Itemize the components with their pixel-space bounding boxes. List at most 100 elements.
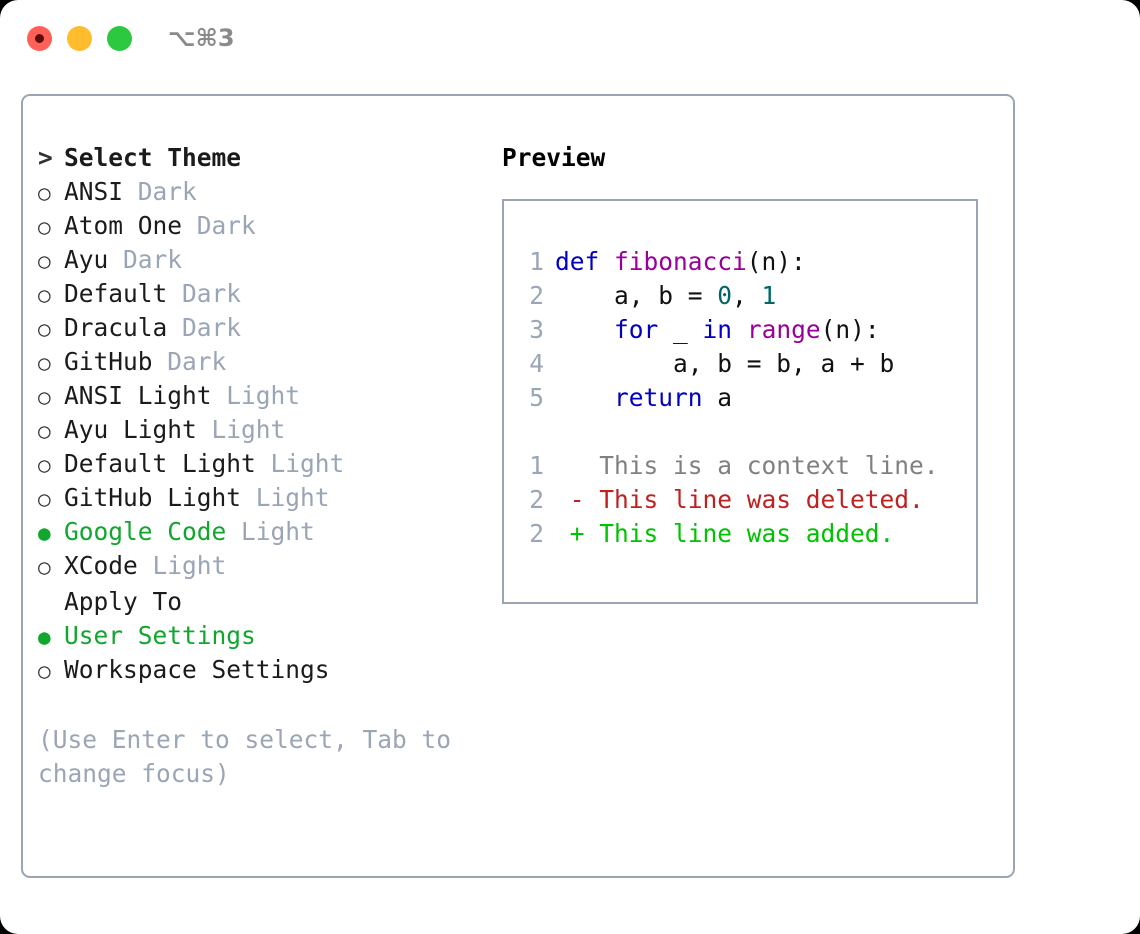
theme-option-kind: Light <box>255 449 345 478</box>
theme-option-ayu-light[interactable]: ○Ayu Light Light <box>38 413 478 447</box>
maximize-window-button[interactable] <box>107 26 132 51</box>
theme-option-label: ANSI <box>64 177 124 206</box>
theme-option-label: Google Code <box>64 517 227 546</box>
code-line-number: 2 <box>529 281 544 310</box>
code-token-kw: return <box>614 383 703 412</box>
code-token-txt <box>732 315 747 344</box>
radio-selected-icon: ● <box>38 521 51 545</box>
diff-line-text: - This line was deleted. <box>555 485 924 514</box>
apply-to-option-workspace-settings[interactable]: ○Workspace Settings <box>38 653 478 687</box>
theme-option-label: Dracula <box>64 313 168 342</box>
theme-option-github-light[interactable]: ○GitHub Light Light <box>38 481 478 515</box>
code-line-number: 4 <box>529 349 544 378</box>
theme-option-dracula[interactable]: ○ Dracula Dark <box>38 311 478 345</box>
code-token-punc: (n): <box>746 247 806 276</box>
theme-option-kind: Dark <box>123 177 197 206</box>
radio-unselected-icon: ○ <box>38 181 51 205</box>
theme-option-google-code[interactable]: ● Google Code Light <box>38 515 478 549</box>
code-token-punc: (n): <box>820 315 880 344</box>
diff-line-ctx: 1 This is a context line. <box>518 449 970 483</box>
code-line: 5 return a <box>518 381 970 415</box>
apply-to-option-label: User Settings <box>64 621 256 650</box>
apply-to-header-label: Apply To <box>64 587 183 616</box>
code-token-num: 1 <box>761 281 777 310</box>
theme-option-label: XCode <box>64 551 138 580</box>
theme-options: ○ ANSI Dark ○ Atom One Dark ○ Ayu Dark ○ Defaul… <box>38 175 478 583</box>
theme-option-kind: Dark <box>167 313 242 342</box>
code-line-number: 5 <box>529 383 544 412</box>
theme-option-label: Default Light <box>64 449 256 478</box>
code-token-num: 0 <box>717 281 733 310</box>
diff-line-number: 1 <box>529 451 544 480</box>
theme-option-atom-one[interactable]: ○Atom One Dark <box>38 209 478 243</box>
theme-option-label: Atom One <box>64 211 183 240</box>
radio-unselected-icon: ○ <box>38 283 51 307</box>
code-token-txt: a, b = <box>555 281 718 310</box>
theme-option-ansi[interactable]: ○ ANSI Dark <box>38 175 478 209</box>
theme-list-header-label: Select Theme <box>64 143 242 172</box>
theme-option-xcode[interactable]: ○ XCode Light <box>38 549 478 583</box>
main-panel: >Select Theme ○ANSI Dark○Atom One Dark○A… <box>21 94 1015 878</box>
diff-line-text: + This line was added. <box>555 519 895 548</box>
radio-unselected-icon: ○ <box>38 249 51 273</box>
code-token-txt: _ <box>658 315 703 344</box>
code-line-number: 1 <box>529 247 544 276</box>
theme-option-ansi-light[interactable]: ○ANSI Light Light <box>38 379 478 413</box>
code-token-txt <box>555 383 614 412</box>
keyboard-shortcut-label: ⌥⌘3 <box>168 24 235 52</box>
theme-option-kind: Light <box>226 517 315 546</box>
radio-unselected-icon: ○ <box>38 215 51 239</box>
title-bar: ⌥⌘3 <box>0 0 1140 78</box>
radio-unselected-icon: ○ <box>38 351 51 375</box>
theme-option-kind: Light <box>211 381 301 410</box>
theme-option-kind: Light <box>137 551 227 580</box>
radio-unselected-icon: ○ <box>38 487 51 511</box>
recording-indicator-icon <box>35 34 44 43</box>
spacer-icon <box>38 586 64 620</box>
apply-to-options: ●User Settings○Workspace Settings <box>38 619 478 687</box>
code-token-txt <box>555 315 614 344</box>
code-token-kw: in <box>702 315 733 344</box>
theme-option-label: Default <box>64 279 168 308</box>
diff-line-text: This is a context line. <box>555 451 939 480</box>
theme-option-default-light[interactable]: ○ Default Light Light <box>38 447 478 481</box>
preview-title: Preview <box>502 143 606 172</box>
theme-option-ayu[interactable]: ○ Ayu Dark <box>38 243 478 277</box>
code-token-txt: a <box>702 383 733 412</box>
radio-unselected-icon: ○ <box>38 419 51 443</box>
diff-line-number: 2 <box>529 485 544 514</box>
apply-to-option-label: Workspace Settings <box>64 655 330 684</box>
radio-unselected-icon: ○ <box>38 555 51 579</box>
theme-option-github[interactable]: ○ GitHub Dark <box>38 345 478 379</box>
theme-list-header: > Select Theme <box>38 141 478 175</box>
theme-option-default[interactable]: ○Default Dark <box>38 277 478 311</box>
code-token-txt: a, b = b, a + b <box>555 349 895 378</box>
theme-option-kind: Dark <box>108 245 183 274</box>
code-token-kw: def <box>555 247 615 276</box>
code-token-fn: range <box>746 315 821 344</box>
diff-line-number: 2 <box>529 519 544 548</box>
radio-unselected-icon: ○ <box>38 453 51 477</box>
apply-to-header: Apply To <box>38 585 478 619</box>
radio-unselected-icon: ○ <box>38 317 51 341</box>
caret-icon: > <box>38 143 53 172</box>
diff-sample: 1 This is a context line.2 - This line w… <box>518 449 970 551</box>
theme-option-label: Ayu Light <box>64 415 197 444</box>
keyboard-hint-text: (Use Enter to select, Tab to change focu… <box>38 725 452 788</box>
apply-to-option-user-settings[interactable]: ●User Settings <box>38 619 478 653</box>
theme-option-kind: Dark <box>152 347 227 376</box>
theme-option-label: GitHub <box>64 347 153 376</box>
theme-option-kind: Light <box>241 483 330 512</box>
diff-line-del: 2 - This line was deleted. <box>518 483 970 517</box>
theme-option-label: Ayu <box>64 245 109 274</box>
apply-to-section: Apply To ●User Settings○Workspace Settin… <box>38 585 478 687</box>
code-line: 4 a, b = b, a + b <box>518 347 970 381</box>
code-line: 3 for _ in range(n): <box>518 313 970 347</box>
theme-option-label: ANSI Light <box>64 381 212 410</box>
minimize-window-button[interactable] <box>67 26 92 51</box>
code-token-kw: for <box>614 315 659 344</box>
